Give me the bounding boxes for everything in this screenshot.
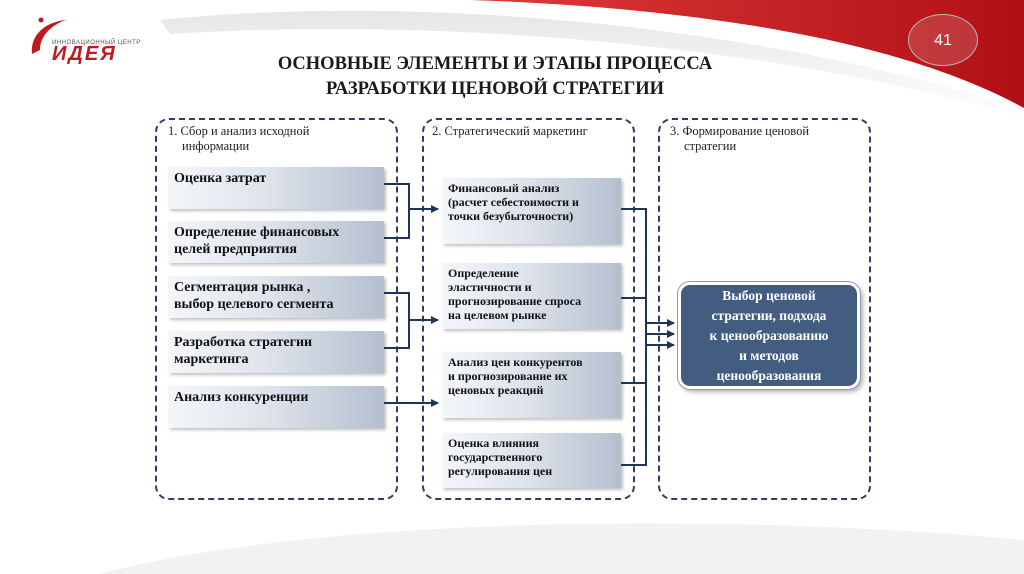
- marketing-competitor-prices: Анализ цен конкурентов и прогнозирование…: [442, 352, 621, 418]
- input-competition-analysis: Анализ конкуренции: [168, 386, 384, 428]
- logo-wordmark: ИДЕЯ: [52, 43, 117, 65]
- stage-1-heading: 1. Сбор и анализ исходной информации: [168, 124, 310, 153]
- slide-title: ОСНОВНЫЕ ЭЛЕМЕНТЫ И ЭТАПЫ ПРОЦЕССА РАЗРА…: [180, 52, 810, 102]
- logo-caption: ИННОВАЦИОННЫЙ ЦЕНТР: [52, 40, 141, 46]
- marketing-state-regulation: Оценка влияния государственного регулиро…: [442, 433, 621, 488]
- marketing-demand-elasticity: Определение эластичности и прогнозирован…: [442, 263, 621, 329]
- logo-swoosh-icon: [31, 17, 66, 54]
- title-line-1: ОСНОВНЫЕ ЭЛЕМЕНТЫ И ЭТАПЫ ПРОЦЕССА: [277, 54, 713, 74]
- stage-3-heading: 3. Формирование ценовой стратегии: [670, 124, 810, 153]
- input-cost-estimation: Оценка затрат: [168, 167, 384, 209]
- stage-3-panel: [658, 118, 871, 500]
- input-market-segmentation: Сегментация рынка , выбор целевого сегме…: [168, 276, 384, 318]
- marketing-financial-analysis: Финансовый анализ (расчет себестоимости …: [442, 178, 621, 244]
- stage-2-heading: 2. Стратегический маркетинг: [432, 124, 588, 138]
- page-number: 41: [908, 14, 978, 66]
- title-line-2: РАЗРАБОТКИ ЦЕНОВОЙ СТРАТЕГИИ: [325, 79, 664, 99]
- input-marketing-strategy: Разработка стратегии маркетинга: [168, 331, 384, 373]
- input-financial-goals: Определение финансовых целей предприятия: [168, 221, 384, 263]
- logo: [26, 14, 156, 66]
- pricing-strategy-result: Выбор ценовой стратегии, подхода к ценоо…: [678, 282, 860, 389]
